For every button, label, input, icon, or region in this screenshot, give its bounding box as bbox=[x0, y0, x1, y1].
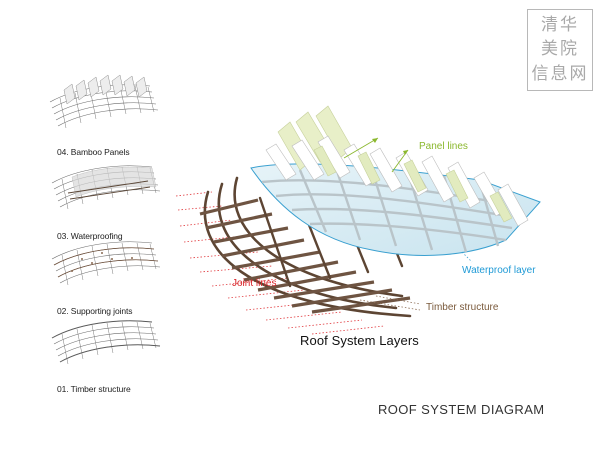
roof-system-layers-title: Roof System Layers bbox=[300, 333, 419, 348]
watermark-line-3: 信息网 bbox=[531, 64, 589, 85]
step-01-label: 01. Timber structure bbox=[57, 384, 131, 394]
step-03-label: 03. Waterproofing bbox=[57, 231, 123, 241]
diagram-title: ROOF SYSTEM DIAGRAM bbox=[378, 402, 545, 417]
bamboo-panels bbox=[265, 105, 529, 227]
waterproof-layer-callout: Waterproof layer bbox=[462, 265, 536, 276]
step-02-label: 02. Supporting joints bbox=[57, 306, 133, 316]
watermark-seal: 清华 美院 信息网 bbox=[527, 9, 593, 91]
timber-structure-callout: Timber structure bbox=[426, 302, 499, 313]
joint-lines-callout: Joint lines bbox=[232, 278, 277, 289]
step-02-thumbnail bbox=[51, 241, 161, 286]
step-04-thumbnail bbox=[49, 74, 159, 129]
step-01-thumbnail bbox=[51, 320, 161, 365]
watermark-line-2: 美院 bbox=[541, 39, 579, 60]
watermark-line-1: 清华 bbox=[541, 14, 579, 35]
step-04-label: 04. Bamboo Panels bbox=[57, 147, 130, 157]
step-03-thumbnail bbox=[51, 165, 161, 210]
panel-lines-callout: Panel lines bbox=[419, 141, 468, 152]
timber-structure-grid bbox=[199, 176, 421, 318]
